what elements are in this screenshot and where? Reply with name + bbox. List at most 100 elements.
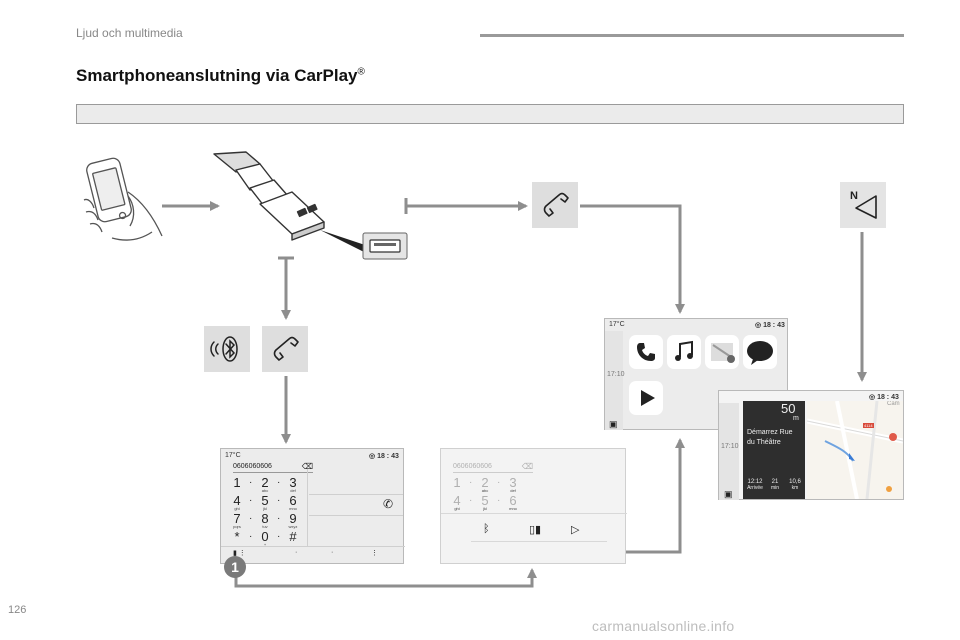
temperature: 17°C <box>609 321 625 328</box>
clock: ◎ 18 : 43 <box>369 453 399 460</box>
keypad-key-0[interactable]: 0+ <box>261 529 269 547</box>
map-view[interactable]: Cam 4114 <box>807 401 903 499</box>
phone-app-icon[interactable] <box>629 335 663 369</box>
phone-handset-icon <box>543 192 569 217</box>
road-badge: 4114 <box>863 423 874 428</box>
carplay-sidebar: 17:10 ▣ <box>719 403 739 500</box>
dialed-number: 0606060606 ⌫ <box>453 462 533 473</box>
messages-app-icon[interactable] <box>743 335 777 369</box>
instruction-line1: Démarrez Rue <box>747 429 793 436</box>
keypad-divider <box>307 469 308 547</box>
arrow-handset-to-home <box>580 204 685 314</box>
bluetooth-icon[interactable]: ᛒ <box>483 523 490 535</box>
carplay-navigation-screen: ◎ 18 : 43 17:10 ▣ 50 m Démarrez Rue du T… <box>718 390 904 500</box>
key-separator: · <box>469 495 473 506</box>
phone-tile <box>262 326 308 372</box>
call-button-icon[interactable]: ✆ <box>383 497 394 511</box>
home-button-icon[interactable]: ▣ <box>724 489 733 499</box>
north-letter: N <box>850 190 858 202</box>
now-playing-app-icon[interactable] <box>629 381 663 415</box>
navigation-arrow-icon <box>855 195 877 219</box>
keypad-key-hash[interactable]: # <box>289 529 297 544</box>
carplay-phone-tile <box>532 182 578 228</box>
distance-unit: m <box>793 415 799 422</box>
usb-plug-icon <box>213 151 368 252</box>
trip-stat-value: 12:12 <box>747 479 763 485</box>
map-label: Cam <box>887 401 900 407</box>
dialed-number: 0606060606 ⌫ <box>233 462 313 473</box>
play-icon[interactable]: ▷ <box>571 524 580 536</box>
map-roads <box>807 401 903 499</box>
key-separator: · <box>249 513 253 524</box>
call-divider-top <box>309 494 403 495</box>
clock: ◎ 18 : 43 <box>755 322 785 329</box>
call-divider-bottom <box>309 515 403 516</box>
temperature: 17°C <box>225 452 241 459</box>
music-app-icon[interactable] <box>667 335 701 369</box>
usb-port-icon <box>362 232 408 260</box>
arrow-dim-to-home <box>626 438 685 554</box>
bottom-dot-icon: · <box>331 549 334 556</box>
bottom-more-icon: ⋮ <box>371 550 378 557</box>
key-separator: · <box>249 477 253 488</box>
key-separator: · <box>497 495 501 506</box>
section-label: Ljud och multimedia <box>76 26 183 40</box>
header-rule <box>480 34 904 37</box>
key-separator: · <box>469 477 473 488</box>
key-separator: · <box>277 495 281 506</box>
key-separator: · <box>497 477 501 488</box>
instruction-line2: du Théâtre <box>747 439 781 446</box>
home-button-icon[interactable]: ▣ <box>609 419 618 429</box>
watermark: carmanualsonline.info <box>592 618 735 634</box>
keypad-key-1[interactable]: 1 <box>233 475 241 490</box>
trip-stat-value: 21 <box>771 479 779 485</box>
key-separator: · <box>277 531 281 542</box>
keypad-key-1[interactable]: 1 <box>453 475 461 490</box>
step-number-badge: 1 <box>224 556 246 578</box>
icon-underline <box>471 541 607 542</box>
menu-icon[interactable]: ▮ ⋮ <box>233 550 246 557</box>
maps-app-icon[interactable] <box>705 335 739 369</box>
carplay-home-screen: 17°C ◎ 18 : 43 17:10 ▣ <box>604 318 788 430</box>
navigation-tile: N <box>840 182 886 228</box>
key-separator: · <box>249 495 253 506</box>
registered-mark: ® <box>357 66 365 78</box>
keypad-key-star[interactable]: * <box>234 529 240 544</box>
dialed-number-text: 0606060606 <box>233 463 272 470</box>
connection-icon[interactable]: ▯▮ <box>529 524 542 536</box>
page-title: Smartphoneanslutning via CarPlay® <box>76 66 365 86</box>
backspace-icon: ⌫ <box>521 462 533 471</box>
distance-value: 50 <box>781 401 796 416</box>
key-separator: · <box>249 531 253 542</box>
clock: ◎ 18 : 43 <box>869 394 899 401</box>
backspace-icon[interactable]: ⌫ <box>301 462 313 471</box>
bottom-divider <box>221 546 405 547</box>
sidebar-clock: 17:10 <box>721 443 739 450</box>
trip-stat-label: min <box>770 485 780 491</box>
bluetooth-icon <box>210 336 238 362</box>
carplay-sidebar: 17:10 ▣ <box>605 331 625 430</box>
dialed-number-text: 0606060606 <box>453 463 492 470</box>
page-title-text: Smartphoneanslutning via CarPlay <box>76 66 358 85</box>
trip-stat-value: 10,6 <box>789 479 801 485</box>
